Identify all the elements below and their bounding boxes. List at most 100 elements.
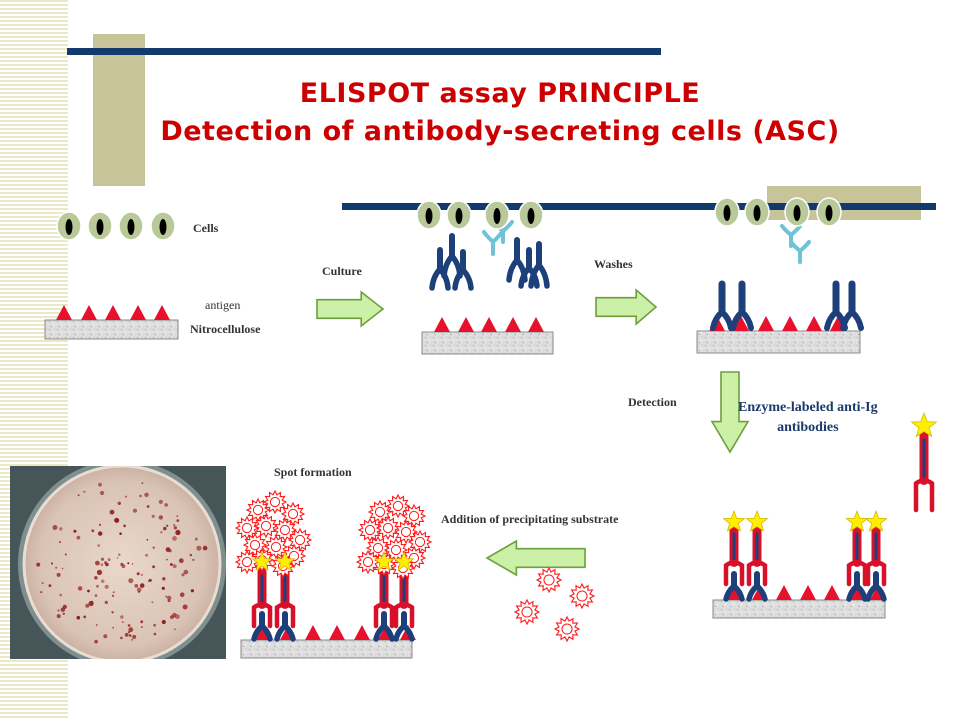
nitrocellulose-membrane [240,639,413,659]
photo-spot [100,563,104,566]
photo-spot [136,587,142,593]
photo-spot [41,582,44,585]
elispot-well-photo [10,466,226,659]
star-icon [393,550,415,572]
precipitate-spot-icon [383,537,409,563]
photo-spot [131,563,134,565]
photo-spot [88,600,94,607]
photo-spot [172,564,177,569]
antibody-complex-icon [846,525,868,602]
photo-spot [101,579,105,583]
precipitate-spot-icon [357,517,383,543]
photo-spot [146,505,150,508]
photo-spot [153,623,156,627]
photo-spot [151,601,154,604]
antigen-triangle [528,317,544,332]
secreted-antibody-icon [452,249,474,291]
antigen-triangle [434,317,450,332]
photo-spot [73,529,77,533]
bound-antibody-icon [710,280,734,331]
photo-spot [167,595,172,601]
photo-spot [173,524,176,527]
antigen-triangle [305,625,321,640]
process-arrows [316,288,750,577]
cell-icon [118,211,144,241]
photo-spot [95,560,100,566]
nitrocellulose-membrane [712,599,886,619]
photo-spot [132,508,138,513]
photo-spot [165,524,169,527]
photo-spot [153,632,157,636]
photo-spot [120,636,123,640]
photo-spot [50,562,54,565]
photo-spot [95,624,98,626]
photo-spot [176,519,180,522]
free-antibody-icon [789,240,811,264]
photo-spot [141,482,144,485]
photo-spot [181,573,185,577]
photo-spot [107,558,111,561]
photo-spot [148,578,152,582]
cell-icon [784,197,810,227]
cells [56,197,842,241]
label-washes: Washes [594,257,633,271]
enzyme-stars [251,411,938,572]
star-icon [722,509,746,532]
photo-spot [98,523,102,526]
title-line-2: Detection of antibody-secreting cells (A… [160,116,840,147]
photo-spot [174,628,176,631]
photo-spot [152,565,156,569]
photo-spot [94,639,98,644]
photo-spot [128,627,134,633]
precipitate-spot-icon [253,513,279,539]
antigen-triangle [56,305,72,320]
photo-spot [112,626,114,629]
photo-spot [127,631,130,634]
photo-spot [77,586,83,591]
photo-spot [96,584,99,588]
photo-spot [170,563,173,566]
precipitate-spot-icon [513,598,541,626]
free-antibody-icon [482,230,504,256]
anti-ig-antibody-icon [846,525,868,587]
photo-spot [98,531,103,536]
photo-spot [158,499,163,504]
left-arrow-icon [485,539,586,577]
photo-spot [56,614,61,619]
photo-spot [178,558,184,564]
antigen-triangle [782,316,798,331]
photo-spot [175,529,181,536]
photo-spot [123,524,126,528]
right-arrow-icon [595,288,658,326]
photo-spot [134,584,139,588]
precipitate-spot-icon [280,501,306,527]
anti-ig-antibody-icon [373,567,395,629]
label-culture: Culture [322,264,362,278]
photo-spot [140,626,143,629]
photo-spot [119,532,122,535]
photo-spot [132,634,137,639]
precipitate-spot-icon [401,503,427,529]
label-cells: Cells [193,221,219,235]
photo-spot [165,595,168,598]
antigen-triangle [806,316,822,331]
cell-icon [518,200,544,230]
photo-spot [62,612,65,615]
secreted-antibody-icon [528,241,550,289]
precipitate-spot-icon [355,549,381,575]
photo-spot [173,526,177,530]
photo-spot [151,514,155,518]
secreted-antibody-icon [441,233,463,279]
photo-spot [170,615,174,619]
precipitate-spot-icon [287,527,313,553]
antibody-complex-icon [865,525,887,602]
photo-spot [85,603,90,608]
photo-spot [128,634,132,637]
photo-spot [57,609,60,612]
photo-spot [109,509,115,515]
label-detection: Detection [628,395,677,409]
photo-spot [144,492,149,497]
label-enzyme-line-2: antibodies [777,420,839,435]
label-enzyme-line-1: Enzyme-labeled anti-Ig [738,400,878,415]
photo-spot [77,494,80,497]
